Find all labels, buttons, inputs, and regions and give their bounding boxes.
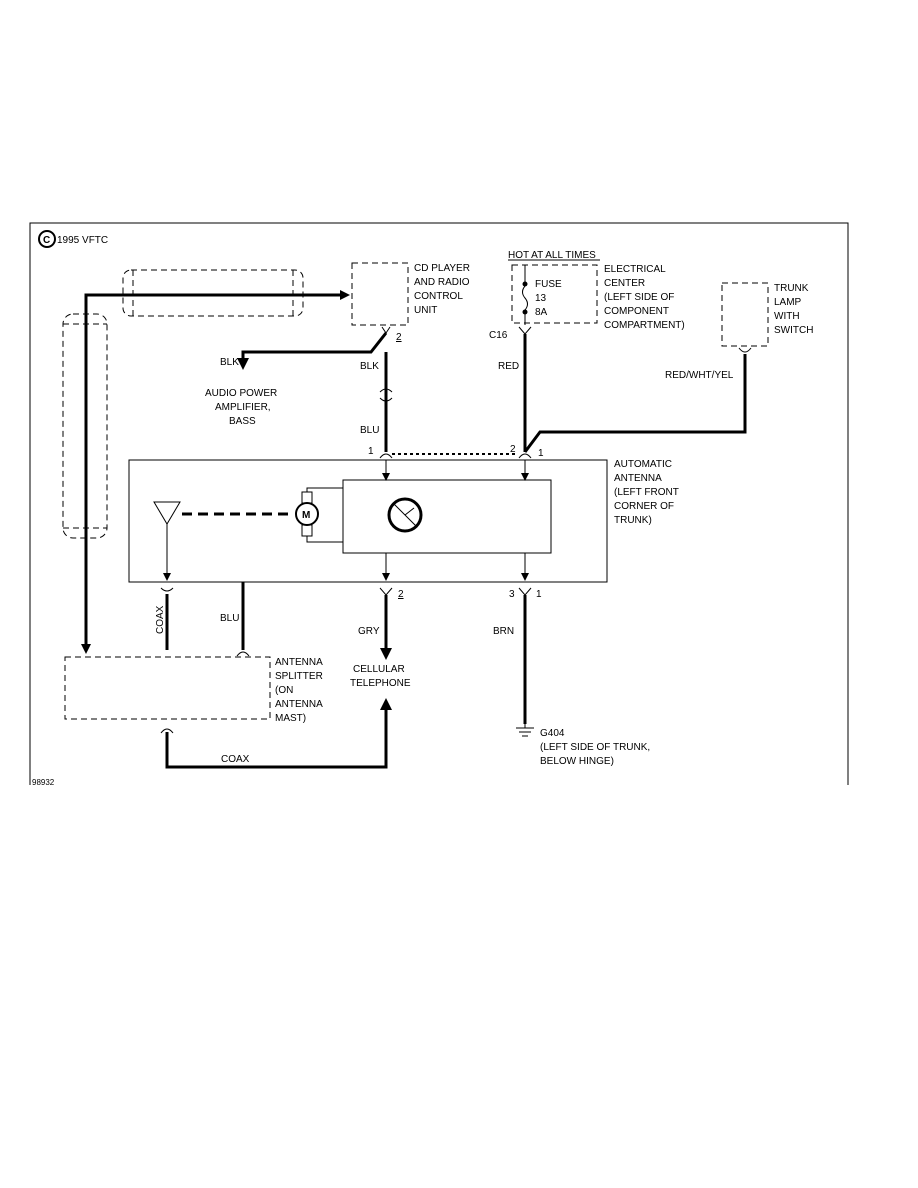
svg-text:(LEFT SIDE OF TRUNK,: (LEFT SIDE OF TRUNK, — [540, 742, 650, 753]
svg-text:LAMP: LAMP — [774, 297, 802, 308]
diagram-frame — [29, 222, 849, 785]
svg-text:WITH: WITH — [774, 311, 800, 322]
pin-bot-1: 1 — [536, 589, 542, 600]
wire-red-wht-yel — [523, 354, 747, 453]
ground-label: G404 (LEFT SIDE OF TRUNK, BELOW HINGE) — [540, 728, 650, 767]
electrical-center-label: ELECTRICAL CENTER (LEFT SIDE OF COMPONEN… — [604, 264, 685, 331]
hot-at-all-times: HOT AT ALL TIMES — [508, 250, 596, 261]
fuse-number: 13 — [535, 293, 547, 304]
arrow-splitter-icon — [81, 644, 91, 654]
svg-text:AUTOMATIC: AUTOMATIC — [614, 459, 672, 470]
svg-text:BELOW HINGE): BELOW HINGE) — [540, 756, 614, 767]
wire-label-gry: GRY — [358, 626, 380, 637]
cellular-label: CELLULAR TELEPHONE — [350, 664, 411, 689]
fuse-symbol — [522, 265, 528, 325]
svg-text:TELEPHONE: TELEPHONE — [350, 678, 411, 689]
svg-text:CENTER: CENTER — [604, 278, 645, 289]
svg-text:ELECTRICAL: ELECTRICAL — [604, 264, 666, 275]
svg-text:(ON: (ON — [275, 685, 293, 696]
wire-blk-amp — [241, 332, 388, 360]
svg-text:G404: G404 — [540, 728, 565, 739]
figure-id: 98932 — [32, 778, 55, 787]
motor-symbol: M — [302, 510, 310, 521]
wire-label-blu-vert: BLU — [360, 425, 379, 436]
svg-text:TRUNK: TRUNK — [774, 283, 809, 294]
svg-text:TRUNK): TRUNK) — [614, 515, 652, 526]
svg-text:ANTENNA: ANTENNA — [614, 473, 662, 484]
pin-top-2: 2 — [510, 444, 516, 455]
coax-shield-horizontal — [122, 269, 304, 317]
antenna-splitter-label: ANTENNA SPLITTER (ON ANTENNA MAST) — [275, 657, 323, 724]
automatic-antenna-box — [128, 459, 608, 583]
cd-player-label: CD PLAYER AND RADIO CONTROL UNIT — [414, 263, 470, 316]
audio-amp-label: AUDIO POWER AMPLIFIER, BASS — [205, 388, 277, 427]
svg-text:COMPARTMENT): COMPARTMENT) — [604, 320, 685, 331]
svg-text:CONTROL: CONTROL — [414, 291, 463, 302]
ground-icon — [516, 720, 534, 737]
connector-c16: C16 — [489, 330, 508, 341]
wire-label-blu-splitter: BLU — [220, 613, 239, 624]
relay-icon — [387, 497, 423, 533]
pin-bot-3: 3 — [509, 589, 515, 600]
electrical-center-box — [511, 264, 598, 324]
copyright-symbol: C — [43, 235, 50, 246]
trunk-lamp-label: TRUNK LAMP WITH SWITCH — [774, 283, 813, 336]
pin-cd-2: 2 — [396, 332, 402, 343]
antenna-control-module — [342, 479, 552, 554]
wire-label-red-wht-yel: RED/WHT/YEL — [665, 370, 734, 381]
fuse-rating: 8A — [535, 307, 548, 318]
arrow-cellular-icon — [380, 648, 392, 660]
pin-bot-2: 2 — [398, 589, 404, 600]
svg-text:COMPONENT: COMPONENT — [604, 306, 669, 317]
svg-text:SPLITTER: SPLITTER — [275, 671, 323, 682]
pin-top-1: 1 — [368, 446, 374, 457]
automatic-antenna-label: AUTOMATIC ANTENNA (LEFT FRONT CORNER OF … — [614, 459, 679, 526]
svg-text:SWITCH: SWITCH — [774, 325, 813, 336]
motor-icon: M — [295, 487, 343, 543]
svg-text:ANTENNA: ANTENNA — [275, 699, 323, 710]
svg-text:AUDIO POWER: AUDIO POWER — [205, 388, 277, 399]
antenna-mast-icon — [153, 501, 181, 581]
svg-text:(LEFT SIDE OF: (LEFT SIDE OF — [604, 292, 674, 303]
copyright-text: 1995 VFTC — [57, 235, 108, 246]
svg-text:AMPLIFIER,: AMPLIFIER, — [215, 402, 271, 413]
svg-text:UNIT: UNIT — [414, 305, 437, 316]
svg-text:AND RADIO: AND RADIO — [414, 277, 470, 288]
svg-text:CORNER OF: CORNER OF — [614, 501, 674, 512]
wire-coax-bottom — [165, 708, 388, 769]
arrow-coax-up-icon — [380, 698, 392, 710]
arrow-cd-icon — [340, 290, 350, 300]
wire-label-brn: BRN — [493, 626, 514, 637]
arrow-amp-icon — [237, 358, 249, 370]
wire-label-coax-bottom: COAX — [221, 754, 250, 765]
fuse-label: FUSE — [535, 279, 562, 290]
cd-player-box — [351, 262, 409, 326]
svg-text:(LEFT FRONT: (LEFT FRONT — [614, 487, 679, 498]
pin-top-1b: 1 — [538, 448, 544, 459]
svg-text:ANTENNA: ANTENNA — [275, 657, 323, 668]
wire-label-blk-vert: BLK — [360, 361, 379, 372]
svg-text:MAST): MAST) — [275, 713, 306, 724]
trunk-lamp-box — [721, 282, 769, 347]
wire-label-blk-left: BLK — [220, 357, 239, 368]
copyright-circle-icon — [38, 230, 56, 248]
svg-text:CELLULAR: CELLULAR — [353, 664, 405, 675]
svg-text:BASS: BASS — [229, 416, 256, 427]
coax-line-cd — [84, 293, 340, 650]
antenna-splitter-box — [64, 656, 271, 720]
copyright-mark: C 1995 VFTC — [38, 230, 108, 248]
svg-text:CD PLAYER: CD PLAYER — [414, 263, 470, 274]
wire-label-red: RED — [498, 361, 519, 372]
wire-label-coax-vert: COAX — [155, 605, 166, 634]
